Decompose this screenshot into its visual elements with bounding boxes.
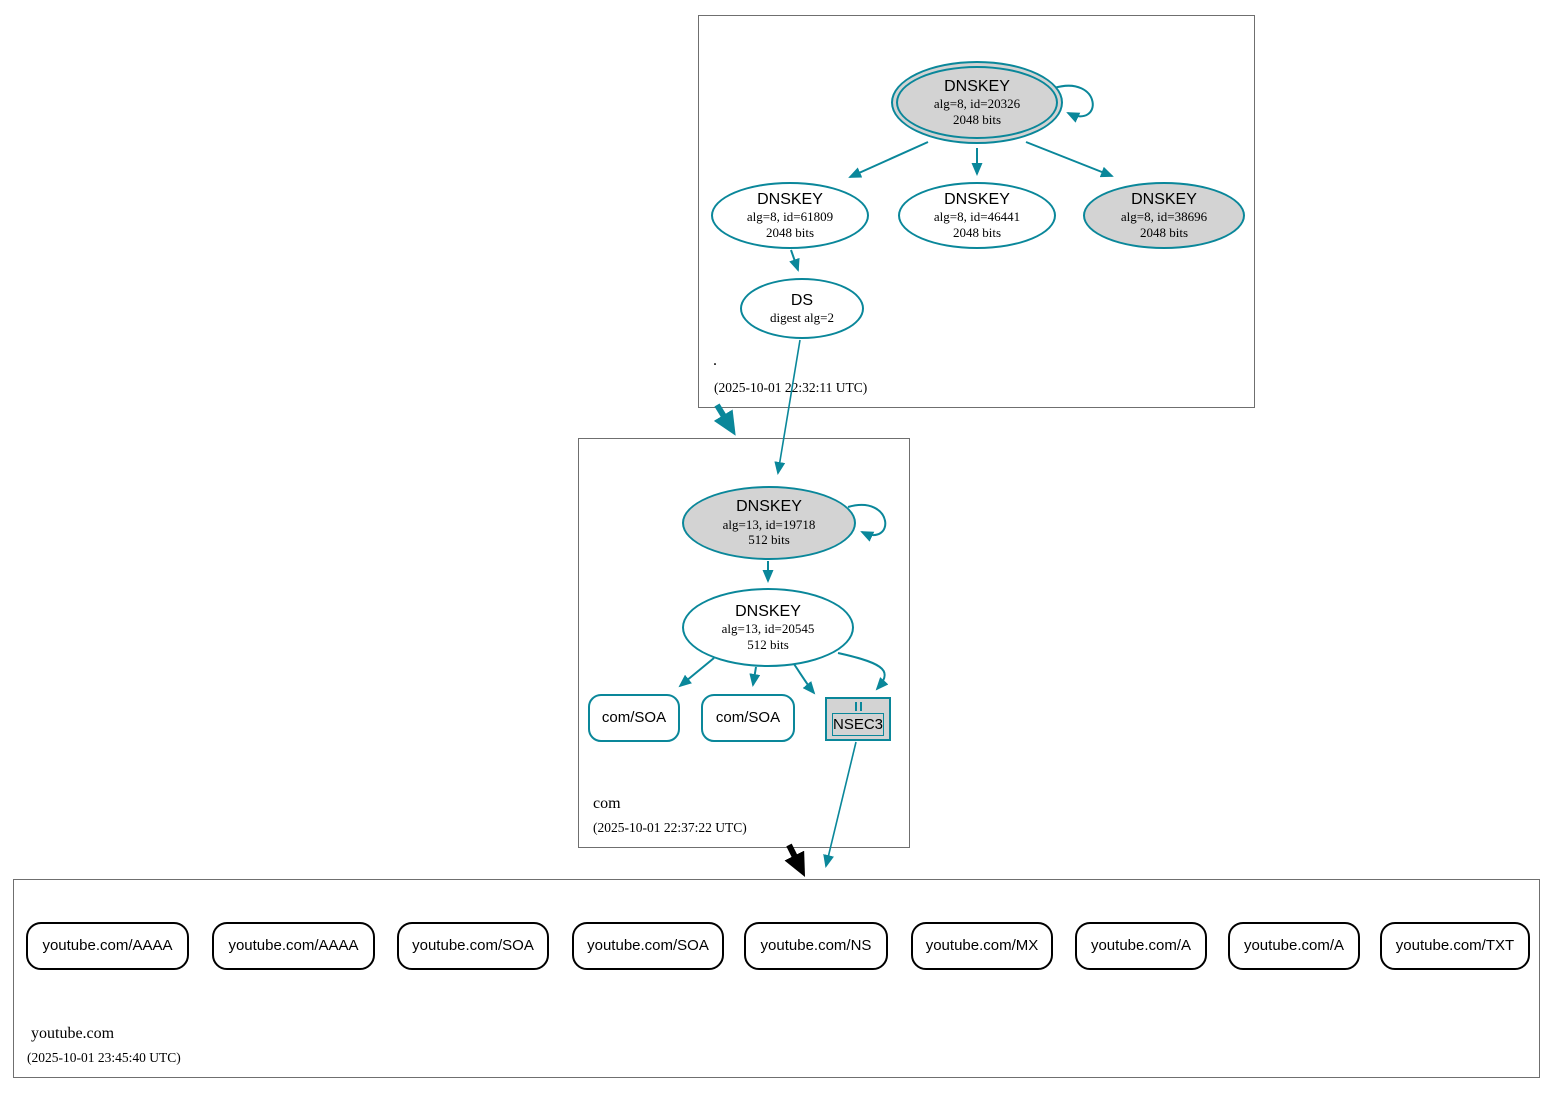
dnskey-61809[interactable]: DNSKEY alg=8, id=61809 2048 bits xyxy=(711,182,869,249)
rrset-youtube-aaaa-1-label: youtube.com/AAAA xyxy=(42,936,173,954)
nsec3-cell-left xyxy=(854,702,857,711)
dnskey-19718-title: DNSKEY xyxy=(736,498,802,516)
rrset-youtube-aaaa-2[interactable]: youtube.com/AAAA xyxy=(212,922,375,970)
rrset-youtube-a-1-label: youtube.com/A xyxy=(1090,936,1192,954)
zone-name-youtube-com: youtube.com xyxy=(31,1025,115,1042)
dnskey-20326-bits: 2048 bits xyxy=(952,111,1002,127)
rrset-youtube-a-1[interactable]: youtube.com/A xyxy=(1075,922,1207,970)
dnskey-61809-bits: 2048 bits xyxy=(765,224,815,240)
dnskey-19718-bits: 512 bits xyxy=(748,532,790,548)
rrset-com-soa-2[interactable]: com/SOA xyxy=(701,694,795,742)
zone-timestamp-youtube-com: (2025-10-01 23:45:40 UTC) xyxy=(27,1050,181,1065)
ds-root-com[interactable]: DS digest alg=2 xyxy=(740,278,864,339)
dnskey-20545[interactable]: DNSKEY alg=13, id=20545 512 bits xyxy=(682,588,854,667)
dnskey-38696-detail: alg=8, id=38696 xyxy=(1120,209,1208,225)
rrset-youtube-soa-2[interactable]: youtube.com/SOA xyxy=(572,922,724,970)
ds-detail: digest alg=2 xyxy=(769,310,835,326)
rrset-youtube-soa-2-label: youtube.com/SOA xyxy=(587,936,709,954)
dnskey-38696-bits: 2048 bits xyxy=(1139,224,1189,240)
dnskey-46441[interactable]: DNSKEY alg=8, id=46441 2048 bits xyxy=(898,182,1056,249)
edge-delegation-root-com xyxy=(713,403,736,436)
dnskey-20545-title: DNSKEY xyxy=(735,602,801,620)
dnskey-19718-detail: alg=13, id=19718 xyxy=(722,516,816,532)
nsec3-cell-right xyxy=(859,702,862,711)
dnskey-38696-title: DNSKEY xyxy=(1131,190,1197,208)
rrset-youtube-aaaa-1[interactable]: youtube.com/AAAA xyxy=(26,922,189,970)
zone-timestamp-com: (2025-10-01 22:37:22 UTC) xyxy=(593,820,747,835)
rrset-com-soa-2-label: com/SOA xyxy=(715,708,781,726)
dnskey-20545-bits: 512 bits xyxy=(747,636,789,652)
dnskey-19718[interactable]: DNSKEY alg=13, id=19718 512 bits xyxy=(682,486,856,560)
zone-name-root: . xyxy=(713,352,717,369)
zone-timestamp-root: (2025-10-01 22:32:11 UTC) xyxy=(714,380,868,395)
rrset-youtube-txt-label: youtube.com/TXT xyxy=(1395,936,1515,954)
rrset-youtube-mx[interactable]: youtube.com/MX xyxy=(911,922,1053,970)
nsec3-node[interactable]: NSEC3 xyxy=(825,697,891,741)
nsec3-header-cells xyxy=(854,702,862,711)
zone-box-com xyxy=(578,438,910,848)
dnskey-38696[interactable]: DNSKEY alg=8, id=38696 2048 bits xyxy=(1083,182,1245,249)
rrset-youtube-mx-label: youtube.com/MX xyxy=(925,936,1039,954)
dnskey-20326[interactable]: DNSKEY alg=8, id=20326 2048 bits xyxy=(891,61,1063,144)
zone-box-root xyxy=(698,15,1255,408)
rrset-youtube-soa-1[interactable]: youtube.com/SOA xyxy=(397,922,549,970)
rrset-youtube-ns[interactable]: youtube.com/NS xyxy=(744,922,888,970)
zone-name-com: com xyxy=(593,795,621,812)
ds-title: DS xyxy=(790,291,814,309)
rrset-youtube-aaaa-2-label: youtube.com/AAAA xyxy=(228,936,359,954)
rrset-youtube-a-2-label: youtube.com/A xyxy=(1243,936,1345,954)
rrset-youtube-txt[interactable]: youtube.com/TXT xyxy=(1380,922,1530,970)
rrset-youtube-soa-1-label: youtube.com/SOA xyxy=(412,936,534,954)
rrset-com-soa-1-label: com/SOA xyxy=(601,708,667,726)
dnskey-46441-detail: alg=8, id=46441 xyxy=(933,209,1021,225)
zone-box-youtube-com xyxy=(13,879,1540,1078)
rrset-youtube-a-2[interactable]: youtube.com/A xyxy=(1228,922,1360,970)
dnskey-46441-bits: 2048 bits xyxy=(952,224,1002,240)
dnskey-20326-title: DNSKEY xyxy=(944,77,1010,95)
nsec3-label: NSEC3 xyxy=(831,713,885,736)
rrset-com-soa-1[interactable]: com/SOA xyxy=(588,694,680,742)
dnskey-20545-detail: alg=13, id=20545 xyxy=(721,621,815,637)
dnskey-61809-detail: alg=8, id=61809 xyxy=(746,209,834,225)
dnskey-61809-title: DNSKEY xyxy=(757,190,823,208)
rrset-youtube-ns-label: youtube.com/NS xyxy=(760,936,872,954)
dnskey-20326-detail: alg=8, id=20326 xyxy=(933,96,1021,112)
dnskey-46441-title: DNSKEY xyxy=(944,190,1010,208)
edge-delegation-com-youtube-com xyxy=(784,843,806,878)
